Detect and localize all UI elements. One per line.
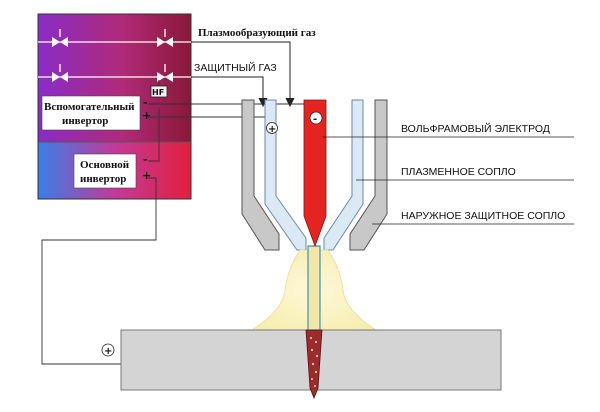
electrode-minus-sign: - <box>313 114 317 125</box>
leader-lines <box>323 136 574 225</box>
power-source-frame <box>37 13 192 200</box>
plasma-jet <box>307 245 321 331</box>
valve-icon <box>157 72 173 82</box>
plasma-nozzle-label: ПЛАЗМЕННОЕ СОПЛО <box>401 166 516 178</box>
plasma-gas-line <box>191 41 291 104</box>
nozzle-plus-icon <box>266 122 278 134</box>
aux-minus-sign: - <box>143 96 148 109</box>
main-inverter-line2: инвертор <box>80 173 126 185</box>
keyhole-texture <box>309 336 319 387</box>
main-plus-sign: + <box>142 169 151 182</box>
main-minus-sign: - <box>143 153 148 166</box>
auxiliary-inverter-line2: инвертор <box>62 115 108 127</box>
valve-icon <box>157 37 173 47</box>
workpiece-plus-sign: + <box>104 346 112 357</box>
main-inverter-line1: Основной <box>80 159 130 171</box>
electrode-minus-icon <box>309 111 323 125</box>
valve-icon <box>52 72 68 82</box>
gas-lines-internal <box>38 29 191 82</box>
auxiliary-inverter-line1: Вспомогательный <box>44 101 135 113</box>
shield-gas-label: ЗАЩИТНЫЙ ГАЗ <box>194 61 277 74</box>
power-source: HF Вспомогательный инвертор - + Основной… <box>37 13 192 200</box>
aux-plus-sign: + <box>142 109 151 122</box>
wire-main-plus <box>41 177 157 365</box>
outer-nozzle <box>241 99 388 251</box>
workpiece-plus-icon <box>101 343 115 357</box>
auxiliary-inverter-box <box>41 95 141 131</box>
tungsten-electrode <box>303 99 327 248</box>
plasma-nozzle <box>264 99 364 251</box>
nozzle-plus-sign: + <box>268 124 276 135</box>
shield-gas-line <box>191 76 264 104</box>
plasma-gas-label: Плазмообразующий газ <box>198 27 316 39</box>
hf-label: HF <box>152 88 164 97</box>
outer-nozzle-label: НАРУЖНОЕ ЗАЩИТНОЕ СОПЛО <box>401 210 565 222</box>
tungsten-electrode-label: ВОЛЬФРАМОВЫЙ ЭЛЕКТРОД <box>401 122 550 135</box>
valve-icon <box>52 37 68 47</box>
gas-lines-external <box>191 41 295 108</box>
wire-main-minus <box>148 108 160 162</box>
main-inverter-box <box>73 153 137 189</box>
